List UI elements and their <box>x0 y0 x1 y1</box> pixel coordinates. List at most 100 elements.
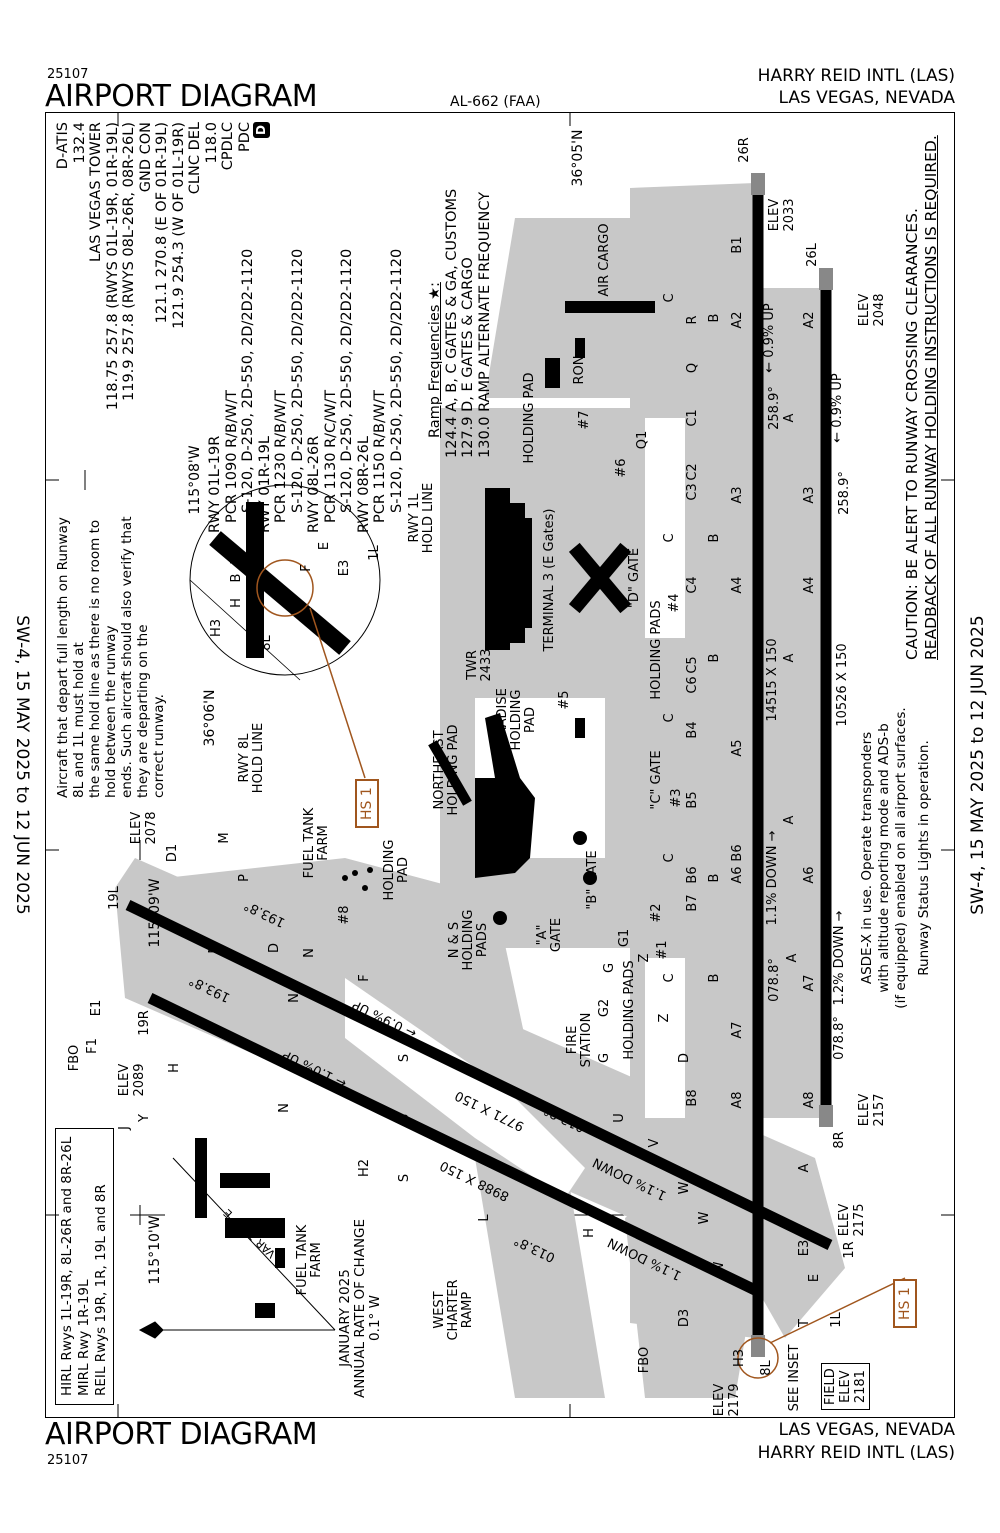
map-label: S <box>397 1173 412 1183</box>
map-label: HOLDING PADS <box>649 600 664 700</box>
map-label: ELEV <box>129 811 144 845</box>
pcr: PCR 1090 R/B/W/T <box>223 390 240 523</box>
map-label: B6 <box>730 844 745 862</box>
map-label: E <box>807 1273 822 1283</box>
map-label: T <box>797 1319 812 1327</box>
caution-line: CAUTION: BE ALERT TO RUNWAY CROSSING CLE… <box>903 208 921 660</box>
map-label: H2 <box>357 1158 372 1178</box>
map-label: PAD <box>523 707 538 733</box>
map-label: 2433 <box>479 648 494 682</box>
ground-label: GND CON <box>137 122 154 193</box>
map-label: 1.2% DOWN → <box>832 910 847 1006</box>
rwy-01r-19l: RWY 01R-19L <box>256 436 273 533</box>
map-label: #3 <box>669 788 684 808</box>
page-title: AIRPORT DIAGRAM <box>45 79 318 114</box>
map-label: 1R <box>842 1241 857 1259</box>
map-label: B1 <box>730 236 745 254</box>
caution-note: CAUTION: BE ALERT TO RUNWAY CROSSING CLE… <box>903 135 941 660</box>
map-label: B4 <box>685 721 700 739</box>
map-label: SEE INSET <box>787 1344 802 1412</box>
map-label: C3 <box>685 483 700 501</box>
map-label: M <box>207 942 222 954</box>
map-label: 258.9° <box>767 386 782 430</box>
procedure-id: AL-662 (FAA) <box>450 94 541 110</box>
inset-label: 8L <box>259 635 274 651</box>
map-label: 36°06'N <box>202 689 218 747</box>
hold-line-inset <box>189 484 381 681</box>
map-label: A4 <box>730 576 745 594</box>
clearance-label: CLNC DEL <box>187 122 203 195</box>
map-label: 2157 <box>872 1093 887 1127</box>
displaced-thresholds <box>751 173 833 1357</box>
map-label: FARM <box>316 825 331 861</box>
map-label: "C" GATE <box>649 750 664 810</box>
map-label: R <box>685 315 700 325</box>
map-label: G <box>602 962 617 974</box>
map-label: HOLDING PADS <box>622 960 637 1060</box>
hold-note-line: Aircraft that depart full length on Runw… <box>55 517 87 798</box>
map-label: ELEV <box>857 1093 872 1127</box>
cycle-left: SW-4, 15 MAY 2025 to 12 JUN 2025 <box>12 615 32 915</box>
variation-line: JANUARY 2025 <box>337 1269 353 1367</box>
field-label: FIELD <box>823 1368 838 1405</box>
map-label: 078.8° <box>832 1016 847 1060</box>
map-label: H3 <box>732 1348 747 1368</box>
map-label: 115°09'W <box>147 878 163 948</box>
map-label: 1.1% DOWN → <box>765 830 780 926</box>
tower-frequency-2: 119.9 257.8 (RWYS 08L-26R, 08R-26L) <box>121 122 137 401</box>
map-label: G <box>597 1052 612 1064</box>
map-label: C <box>662 533 677 543</box>
map-label: "A" <box>535 924 550 946</box>
map-label: S <box>397 1053 412 1063</box>
map-label: 14515 X 150 <box>765 638 780 722</box>
rwy-08r-26l: RWY 08R-26L <box>355 436 372 533</box>
map-label: STATION <box>579 1012 594 1068</box>
ground-frequency-2: 121.9 254.3 (W OF 01L-19R) <box>170 122 187 329</box>
map-label: AIR CARGO <box>597 223 612 297</box>
map-label: N <box>287 993 302 1003</box>
map-label: B7 <box>685 894 700 912</box>
field-elevation: FIELD ELEV 2181 <box>821 1363 870 1410</box>
tower-frequency-1: 118.75 257.8 (RWYS 01L-19R, 01R-19L) <box>104 122 121 411</box>
hot-spot-label[interactable]: HS 1 <box>893 1279 917 1328</box>
map-label: C <box>662 973 677 983</box>
map-label: 115°10'W <box>147 1215 163 1285</box>
map-label: A4 <box>802 576 817 594</box>
map-label: NORTHEAST <box>432 730 447 810</box>
pcr: PCR 1150 R/B/W/T <box>372 390 388 523</box>
map-label: 2175 <box>852 1203 867 1237</box>
asde-note: ASDE-X in use. Operate transponders with… <box>859 673 933 1043</box>
map-label: W <box>677 1181 692 1195</box>
map-label: Z <box>657 1013 672 1023</box>
map-label: HOLDING PAD <box>522 372 537 464</box>
inset-label: E <box>317 541 332 551</box>
map-label: A2 <box>730 311 745 329</box>
map-label: G2 <box>597 998 612 1018</box>
map-label: ELEV <box>857 293 872 327</box>
map-label: FBO <box>637 1346 652 1374</box>
map-label: A <box>797 1163 812 1173</box>
map-label: PADS <box>475 922 490 958</box>
footer-airport-name: HARRY REID INTL (LAS) <box>757 1443 955 1463</box>
ramp-frequencies: Ramp Frequencies ★: 124.4 A, B, C GATES … <box>427 189 493 458</box>
weight-bearing: S-120, D-250, 2D-550, 2D/2D2-1120 <box>339 248 355 513</box>
hot-spot-label[interactable]: HS 1 <box>355 779 379 828</box>
map-label: 258.9° <box>837 471 852 515</box>
map-label: ← 0.9% UP <box>830 373 845 443</box>
map-label: J <box>117 1126 132 1130</box>
map-label: 8R <box>832 1131 847 1149</box>
map-label: F1 <box>85 1038 100 1054</box>
map-label: B5 <box>685 791 700 809</box>
map-label: E1 <box>89 999 104 1017</box>
map-label: PARADISE <box>495 688 510 752</box>
map-label: B <box>707 653 722 663</box>
inset-label: L <box>229 557 244 565</box>
map-label: P <box>237 874 252 882</box>
map-label: L <box>477 1214 492 1222</box>
map-label: PAD <box>396 857 411 883</box>
datis-frequency: 132.4 <box>71 122 88 164</box>
map-label: N & S <box>447 921 462 959</box>
pdc-label: PDC <box>236 122 253 153</box>
lighting-line: REIL Rwys 19R, 1R, 19L and 8R <box>93 1184 109 1396</box>
map-label: 1L <box>829 1312 844 1328</box>
